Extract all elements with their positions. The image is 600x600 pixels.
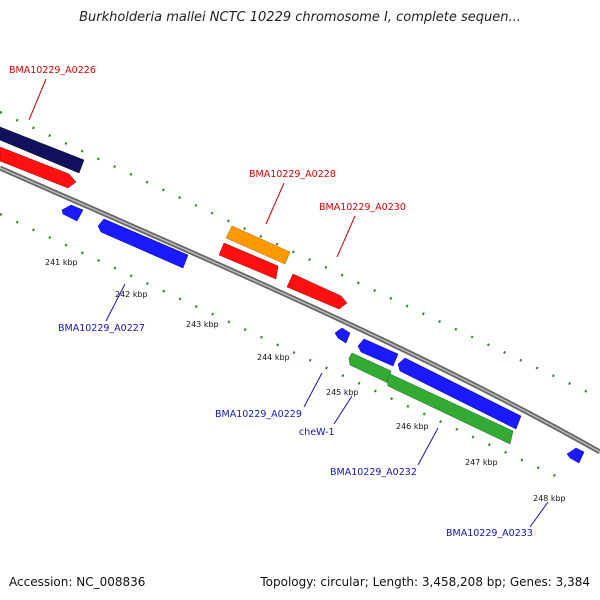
gene-label-a0227[interactable]: BMA10229_A0227 (58, 323, 145, 334)
gene-label-a0233[interactable]: BMA10229_A0233 (446, 528, 533, 539)
topology-summary: Topology: circular; Length: 3,458,208 bp… (260, 575, 590, 589)
leader-line-a0229 (303, 372, 323, 408)
gene-label-a0232[interactable]: BMA10229_A0232 (330, 467, 417, 478)
leader-line-a0233 (529, 501, 549, 528)
accession-text: Accession: NC_008836 (9, 575, 146, 589)
kbp-label: 241 kbp (45, 258, 78, 267)
gene-feature-a0230[interactable] (286, 273, 348, 310)
gene-label-chew1[interactable]: cheW-1 (299, 427, 335, 438)
kbp-label: 243 kbp (186, 320, 219, 329)
kbp-label: 246 kbp (396, 422, 429, 431)
kbp-label: 242 kbp (115, 290, 148, 299)
gene-feature-small-blue-2[interactable] (334, 327, 351, 344)
gene-feature-a0228[interactable] (225, 225, 291, 265)
kbp-label: 248 kbp (533, 494, 566, 503)
gene-label-a0229[interactable]: BMA10229_A0229 (215, 409, 302, 420)
leader-line-chew1 (333, 395, 353, 425)
gene-feature-small-blue-3[interactable] (566, 447, 585, 464)
kbp-label: 244 kbp (257, 353, 290, 362)
gene-feature-a0232-blue[interactable] (397, 357, 522, 430)
gene-feature-a0227[interactable] (97, 218, 189, 269)
leader-line-a0232 (417, 427, 439, 466)
outer-tick-dotted-line (0, 110, 600, 400)
leader-line-a0230 (336, 215, 356, 258)
outer-tick-track (0, 110, 600, 400)
gene-feature-a0228-red[interactable] (218, 242, 279, 280)
gene-label-a0226[interactable]: BMA10229_A0226 (9, 65, 96, 76)
kbp-label: 247 kbp (465, 458, 498, 467)
gene-feature-small-blue-1[interactable] (61, 204, 84, 222)
leader-line-a0227 (105, 283, 126, 322)
gene-label-a0228[interactable]: BMA10229_A0228 (249, 169, 336, 180)
map-title: Burkholderia mallei NCTC 10229 chromosom… (79, 10, 521, 25)
sequence-backbone-highlight (0, 167, 600, 453)
gene-feature-a0232-green[interactable] (386, 373, 514, 445)
kbp-label: 245 kbp (326, 388, 359, 397)
gene-label-a0230[interactable]: BMA10229_A0230 (319, 202, 406, 213)
leader-line-a0228 (265, 182, 285, 225)
gene-feature-a0229[interactable] (357, 338, 399, 367)
gene-feature-a0226-red[interactable] (0, 146, 77, 189)
gene-feature-a0226-navy[interactable] (0, 126, 85, 174)
leader-line-a0226 (28, 78, 47, 121)
